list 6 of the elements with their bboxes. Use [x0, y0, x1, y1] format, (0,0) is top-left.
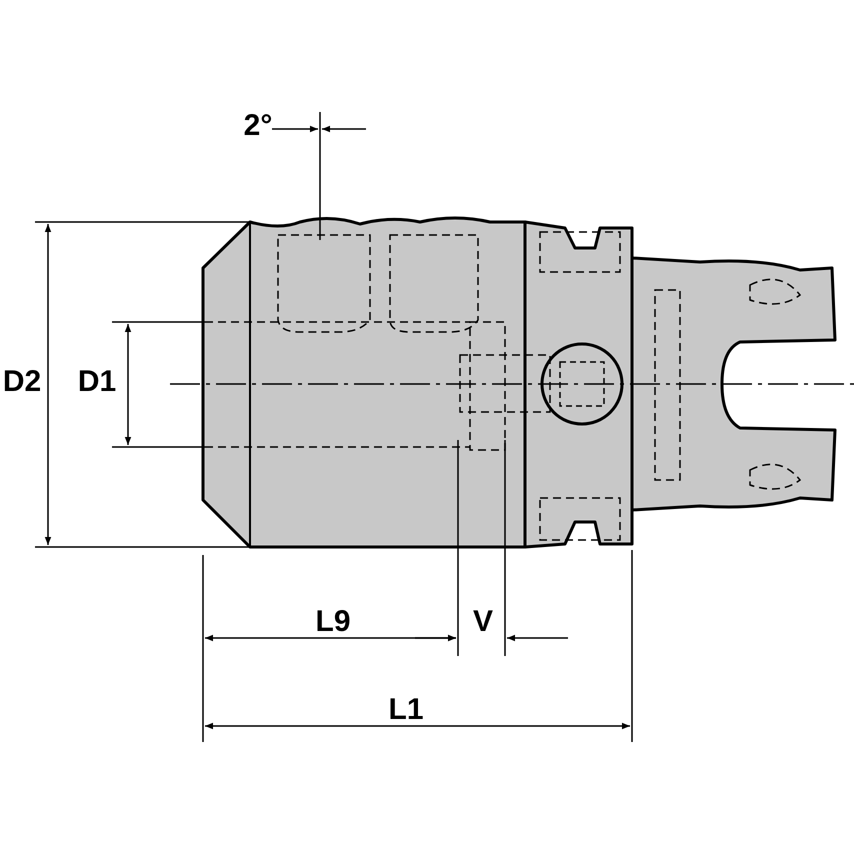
- dimension-label: L9: [316, 607, 350, 637]
- dimension-label: D1: [78, 367, 116, 397]
- dimension-label: V: [473, 607, 493, 637]
- dimension-label: L1: [388, 695, 424, 725]
- dimension-label: 2°: [244, 111, 272, 141]
- dimension-label: D2: [2, 367, 42, 397]
